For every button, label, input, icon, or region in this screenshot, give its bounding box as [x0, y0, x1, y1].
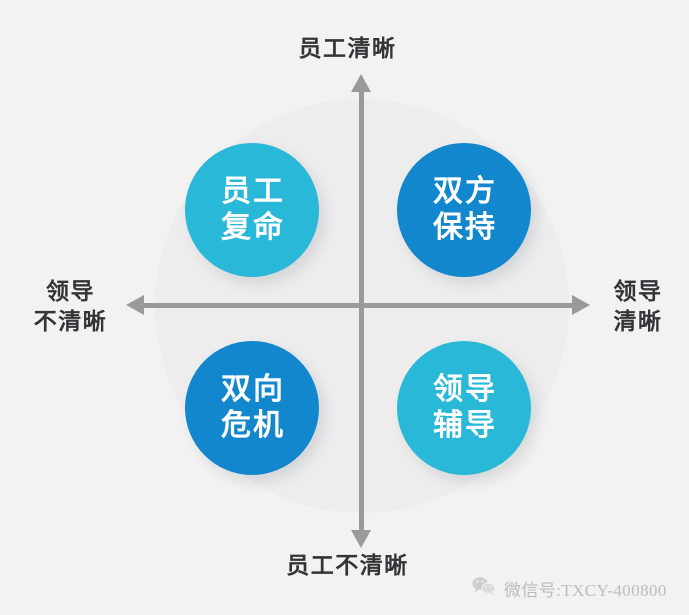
watermark-text: 微信号:TXCY-400800 [504, 581, 667, 600]
axis-label-right: 领导 清晰 [592, 276, 684, 336]
axis-arrow-left-icon [126, 295, 144, 315]
axis-label-bottom: 员工不清晰 [0, 550, 689, 580]
axis-label-left: 领导 不清晰 [18, 276, 123, 336]
horizontal-axis-line [140, 303, 576, 308]
axis-arrow-right-icon [572, 295, 590, 315]
axis-label-bottom-text: 员工不清晰 [286, 552, 409, 578]
quadrant-bubble-top-right: 双方 保持 [397, 143, 531, 277]
axis-label-right-line1: 领导 [613, 278, 663, 304]
quadrant-label-line2: 辅导 [433, 409, 497, 442]
quadrant-label-line2: 复命 [221, 211, 285, 244]
quadrant-label-line2: 保持 [433, 211, 497, 244]
axis-arrow-up-icon [351, 74, 371, 92]
quadrant-label-line1: 双向 [221, 373, 285, 406]
axis-arrow-down-icon [351, 530, 371, 548]
wechat-icon [472, 576, 496, 601]
axis-label-left-line2: 不清晰 [33, 308, 108, 334]
quadrant-label-line2: 危机 [221, 409, 285, 442]
quadrant-label-line1: 员工 [221, 175, 285, 208]
axis-label-left-line1: 领导 [46, 278, 95, 304]
quadrant-bubble-bottom-left: 双向 危机 [185, 341, 319, 475]
quadrant-label-line1: 双方 [433, 175, 497, 208]
quadrant-bubble-top-left: 员工 复命 [185, 143, 319, 277]
axis-label-right-line2: 清晰 [613, 308, 663, 334]
quadrant-label-line1: 领导 [433, 373, 497, 406]
quadrant-bubble-bottom-right: 领导 辅导 [397, 341, 531, 475]
vertical-axis-line [359, 88, 364, 536]
axis-label-top-text: 员工清晰 [298, 35, 397, 61]
watermark: 微信号:TXCY-400800 [472, 576, 667, 601]
axis-label-top: 员工清晰 [0, 33, 689, 63]
